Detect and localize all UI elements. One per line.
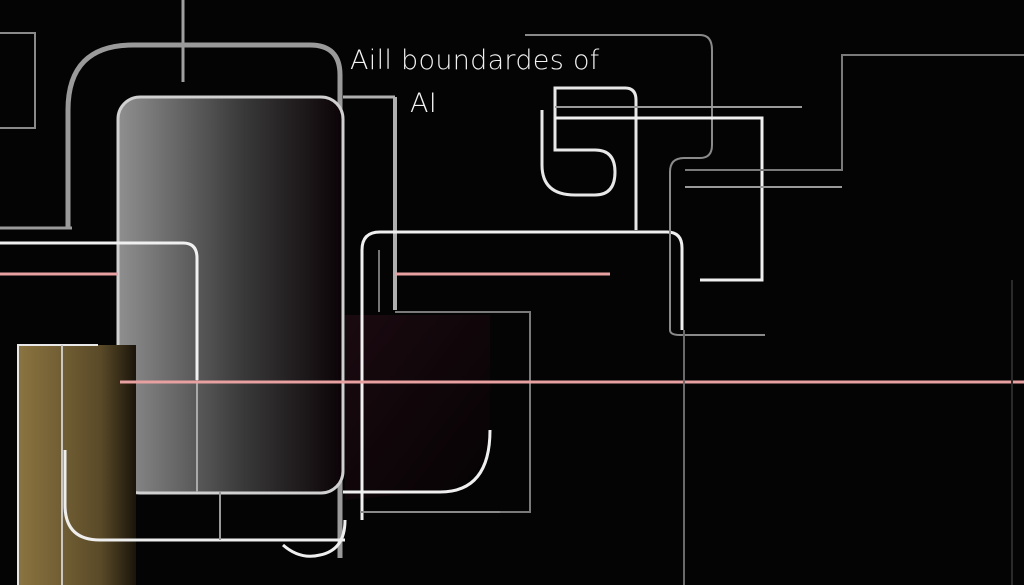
bottom-arc <box>282 519 347 558</box>
hook-shape-1 <box>540 86 638 230</box>
main-gradient-panel <box>116 95 345 495</box>
gold-block-outline <box>17 344 98 585</box>
mid-rounded-frame <box>360 230 684 520</box>
panel-bottom-curve <box>343 429 492 494</box>
dark-panel <box>345 315 490 500</box>
hook-shape-2 <box>525 34 765 336</box>
caption-line-2: AI <box>410 88 438 119</box>
caption-line-1: Aill boundardes of <box>350 45 600 76</box>
u-shaped-line <box>63 450 345 542</box>
gold-block <box>18 345 136 585</box>
right-bracket <box>685 54 1024 171</box>
outer-gray-frame <box>65 42 343 558</box>
white-hook-line <box>0 241 199 380</box>
hook-shape-3 <box>555 116 764 282</box>
corner-box-outline <box>0 32 36 129</box>
